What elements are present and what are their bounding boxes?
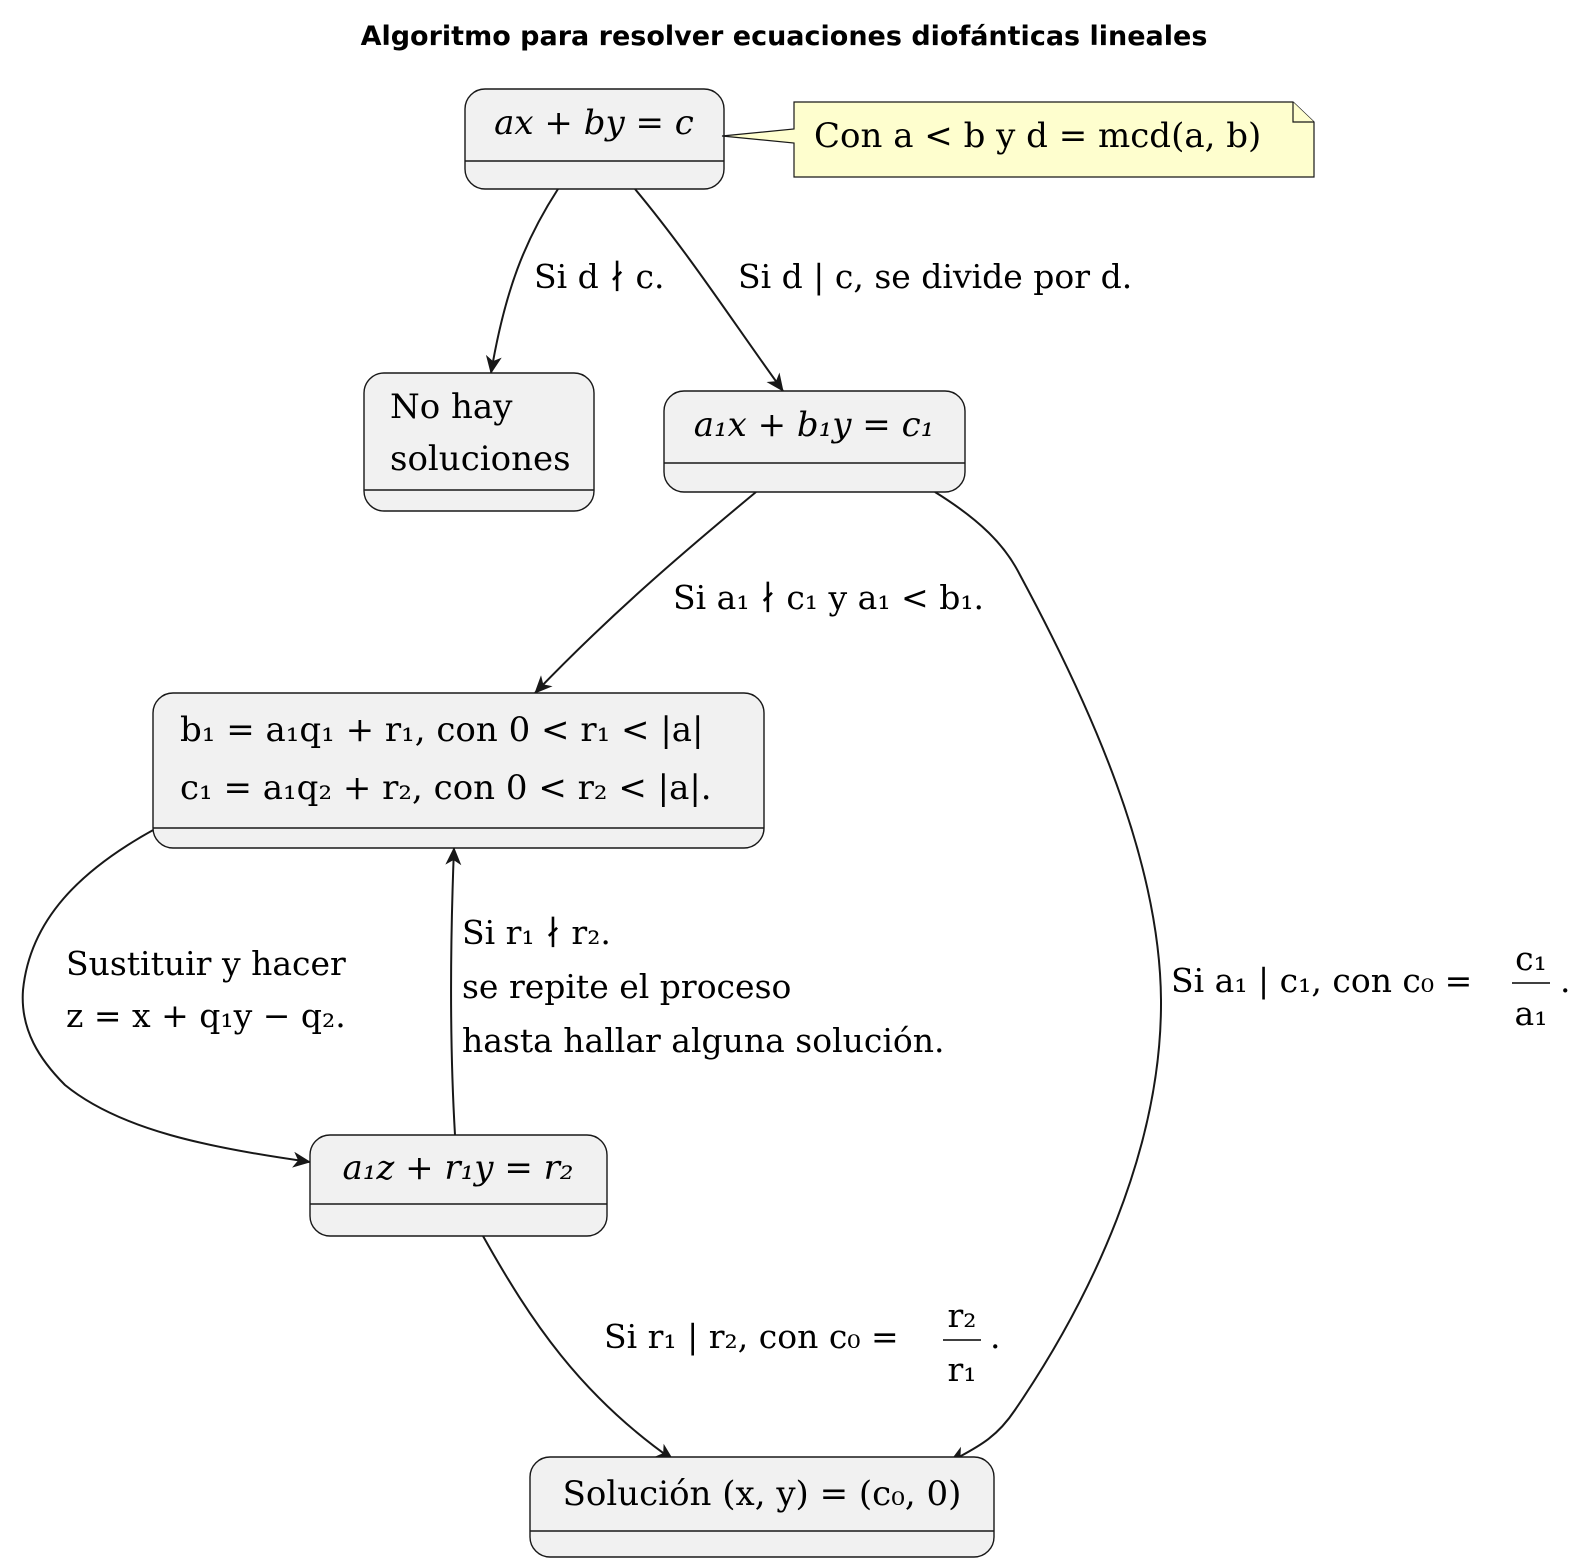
edge-label-a1-divides-prefix: Si a₁ | c₁, con c₀ = [1171,961,1472,1000]
state-reduced-label: a₁x + b₁y = c₁ [694,405,935,445]
edge-substitute [21,828,311,1168]
edge-no-divide [485,188,559,374]
edge-label-a1-divides-numerator: c₁ [1515,939,1547,978]
edge-label-substitute-line-2: z = x + q₁y − q₂. [66,996,346,1035]
edge-label-a1-divides-denominator: a₁ [1515,994,1548,1033]
edge-label-no-divide: Si d ∤ c. [534,257,665,296]
edge-a1-not-divides [534,491,757,694]
state-no-solution: No hay soluciones [363,372,595,512]
edge-label-substitute-line-1: Sustituir y hacer [66,944,346,983]
state-division-line-1: b₁ = a₁q₁ + r₁, con 0 < r₁ < |a| [180,710,704,750]
edge-repeat [445,847,462,1136]
edge-r1-divides [482,1235,674,1461]
state-division-line-2: c₁ = a₁q₂ + r₂, con 0 < r₂ < |a|. [180,768,712,808]
edge-label-r1-divides-suffix: . [990,1317,1001,1356]
edge-label-repeat-line-3: hasta hallar alguna solución. [462,1021,945,1060]
edge-label-a1-divides-suffix: . [1560,961,1571,1000]
edge-label-r1-divides-denominator: r₁ [947,1350,976,1389]
edge-label-r1-divides-numerator: r₂ [947,1296,976,1335]
state-substituted-label: a₁z + r₁y = r₂ [343,1148,574,1188]
state-no-solution-line-2: soluciones [390,439,571,479]
note-condition: Con a < b y d = mcd(a, b) [721,101,1315,178]
state-start: ax + by = c [464,88,725,190]
edge-label-repeat-line-2: se repite el proceso [462,967,791,1006]
note-text: Con a < b y d = mcd(a, b) [814,116,1261,156]
state-no-solution-line-1: No hay [390,387,513,427]
state-start-label: ax + by = c [494,103,694,143]
edge-label-a1-not-divides: Si a₁ ∤ c₁ y a₁ < b₁. [673,578,984,617]
edge-label-divide: Si d | c, se divide por d. [738,257,1132,296]
state-solution-label: Solución (x, y) = (c₀, 0) [563,1474,962,1514]
edge-label-r1-divides-prefix: Si r₁ | r₂, con c₀ = [604,1317,899,1356]
edge-divide [634,188,784,392]
edge-label-r1-divides: Si r₁ | r₂, con c₀ = r₂ r₁ . [604,1296,1001,1389]
state-reduced: a₁x + b₁y = c₁ [663,390,966,493]
diagram-title: Algoritmo para resolver ecuaciones diofá… [361,21,1208,52]
edge-a1-divides [934,491,1163,1463]
state-solution: Solución (x, y) = (c₀, 0) [529,1456,995,1558]
edge-label-a1-divides: Si a₁ | c₁, con c₀ = c₁ a₁ . [1171,939,1571,1033]
state-substituted: a₁z + r₁y = r₂ [309,1134,608,1237]
state-division: b₁ = a₁q₁ + r₁, con 0 < r₁ < |a| c₁ = a₁… [152,692,765,849]
edge-label-repeat-line-1: Si r₁ ∤ r₂. [462,913,611,952]
